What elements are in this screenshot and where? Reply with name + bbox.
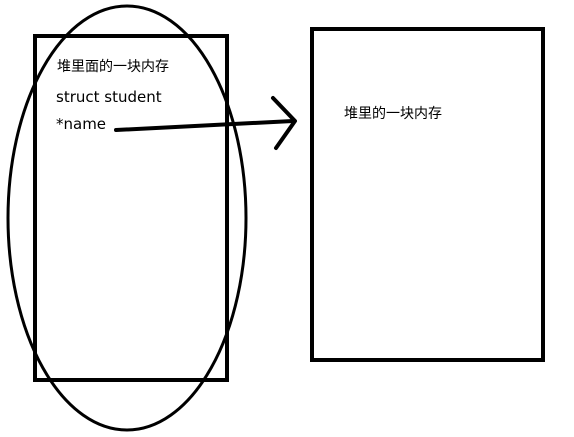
- right-heap-box: [310, 27, 545, 362]
- right-box-title: 堆里的一块内存: [344, 106, 442, 122]
- left-box-title: 堆里面的一块内存: [57, 59, 169, 75]
- struct-student-label: struct student: [56, 88, 162, 106]
- pointer-arrow-head: [271, 96, 297, 150]
- highlight-ellipse: [6, 4, 248, 432]
- name-pointer-label: *name: [56, 115, 107, 133]
- pointer-arrow-line: [114, 119, 295, 132]
- left-struct-box: [33, 34, 229, 382]
